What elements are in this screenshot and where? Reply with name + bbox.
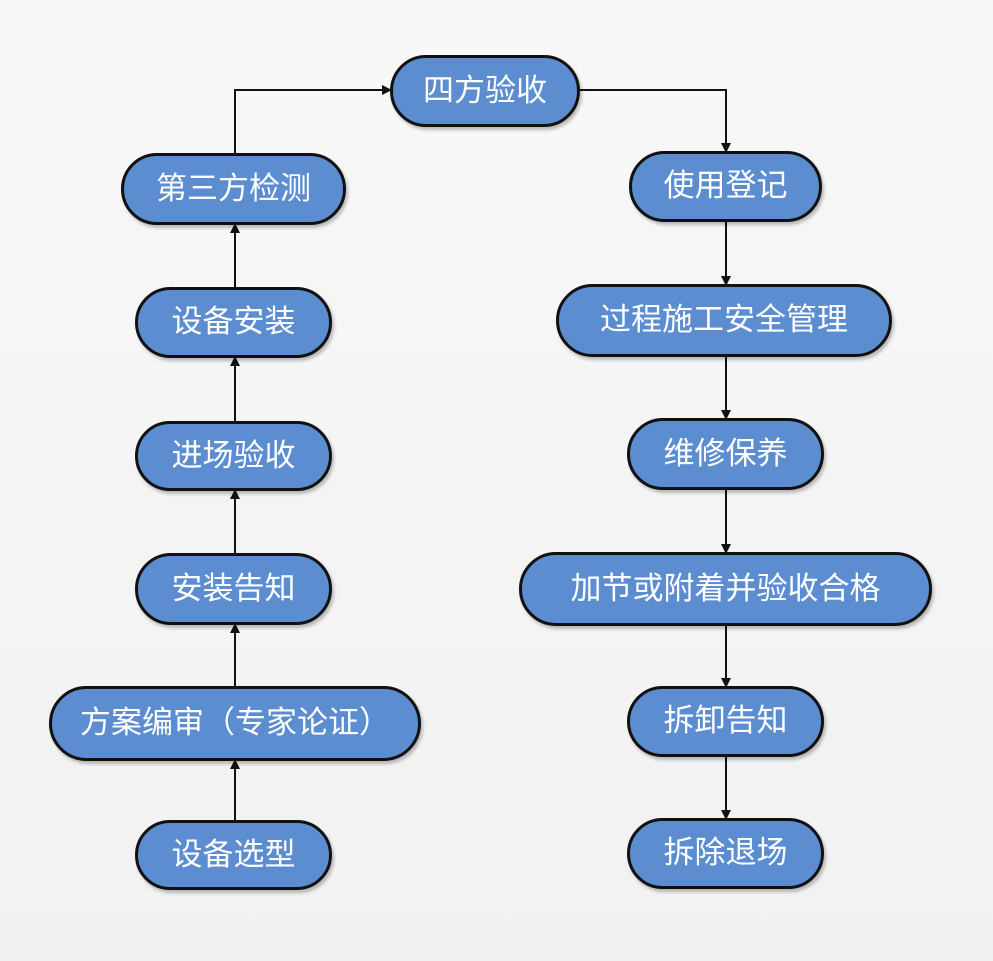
node-label: 加节或附着并验收合格 <box>570 570 881 607</box>
node-label: 拆除退场 <box>663 835 788 871</box>
node-site-entry-acceptance: 进场验收 <box>135 421 332 491</box>
node-construction-safety-management: 过程施工安全管理 <box>556 284 892 357</box>
node-equipment-installation: 设备安装 <box>135 287 332 358</box>
node-jacking-attachment-acceptance: 加节或附着并验收合格 <box>519 552 932 626</box>
node-label: 拆卸告知 <box>663 703 788 739</box>
node-label: 四方验收 <box>423 72 547 109</box>
node-label: 维修保养 <box>663 435 788 472</box>
node-plan-review: 方案编审（专家论证） <box>49 686 421 761</box>
node-label: 第三方检测 <box>156 170 311 207</box>
arrow-acceptance-to-registration <box>580 89 731 153</box>
node-label: 进场验收 <box>171 437 296 474</box>
node-label: 使用登记 <box>663 168 788 204</box>
node-four-party-acceptance: 四方验收 <box>390 55 580 127</box>
node-installation-notice: 安装告知 <box>135 553 332 625</box>
node-label: 方案编审（专家论证） <box>80 705 390 741</box>
node-use-registration: 使用登记 <box>629 151 822 222</box>
node-label: 设备安装 <box>171 304 296 340</box>
node-equipment-selection: 设备选型 <box>135 820 332 890</box>
node-maintenance: 维修保养 <box>627 418 824 490</box>
node-third-party-inspection: 第三方检测 <box>121 153 346 225</box>
node-label: 设备选型 <box>171 836 296 873</box>
arrow-inspection-to-acceptance <box>234 85 392 153</box>
node-label: 安装告知 <box>171 570 296 607</box>
node-removal-exit: 拆除退场 <box>627 818 824 889</box>
node-label: 过程施工安全管理 <box>600 302 848 338</box>
node-dismantling-notice: 拆卸告知 <box>627 686 824 757</box>
